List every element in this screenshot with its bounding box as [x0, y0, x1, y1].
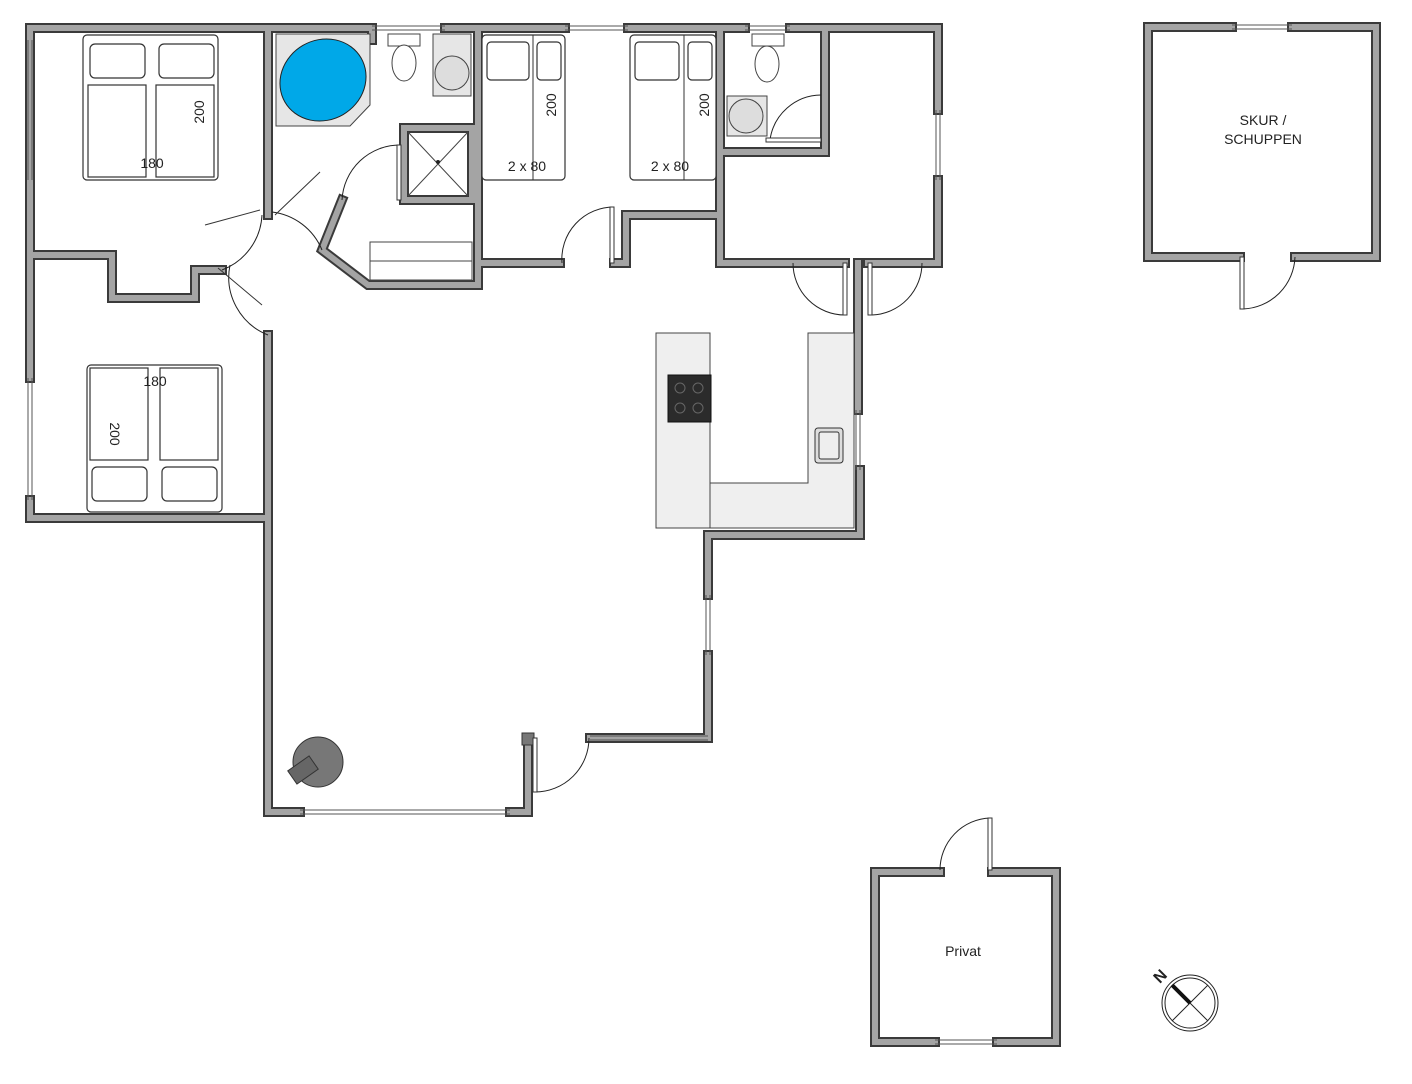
kitchen — [655, 332, 855, 529]
bed-length-label: 200 — [191, 100, 207, 124]
shed-label-line2: SCHUPPEN — [1224, 131, 1302, 147]
bed-width-label: 180 — [140, 155, 164, 171]
compass-north-label: N — [1151, 967, 1171, 987]
shed-label-line1: SKUR / — [1240, 112, 1287, 128]
bed-width-label: 180 — [143, 373, 167, 389]
sink — [434, 55, 470, 91]
bed-bedroom-3: 2 x 80 200 — [481, 34, 566, 181]
cooktop — [667, 374, 712, 423]
bed-bedroom-2: 180 200 — [86, 364, 223, 513]
bed-width-label: 2 x 80 — [651, 158, 689, 174]
doors — [204, 94, 1296, 871]
windows — [27, 24, 1292, 1045]
wood-stove — [287, 736, 344, 788]
bed-length-label: 200 — [696, 93, 712, 117]
toilet-2 — [754, 45, 780, 83]
toilet — [391, 44, 417, 82]
bathroom-fixtures — [275, 33, 785, 281]
compass-icon: N — [1151, 967, 1219, 1032]
private-label: Privat — [945, 943, 981, 959]
bed-bedroom-4: 2 x 80 200 — [629, 34, 717, 181]
bathtub — [279, 38, 367, 122]
bed-length-label: 200 — [543, 93, 559, 117]
sink-2 — [728, 98, 764, 134]
bed-width-label: 2 x 80 — [508, 158, 546, 174]
walls — [25, 22, 1381, 1047]
bed-length-label: 200 — [107, 422, 123, 446]
bed-bedroom-1: 180 200 — [82, 34, 219, 181]
